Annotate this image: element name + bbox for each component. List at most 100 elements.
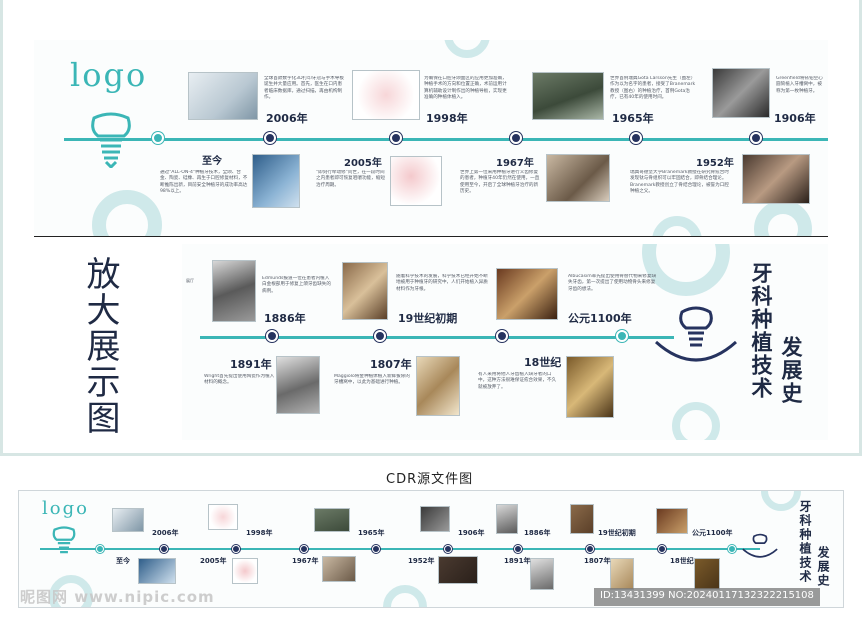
entry-desc: 为确保在口腔牙颌面区的应用更加准确，种植手术的方向和位置正确，术前运用计算机辅助… xyxy=(424,76,507,101)
timeline-node xyxy=(510,132,522,144)
timeline-node xyxy=(728,545,736,553)
timeline-node xyxy=(390,132,402,144)
entry-year: 公元1100年 xyxy=(568,312,632,325)
entry-year: 1965年 xyxy=(612,112,654,125)
strip-timeline xyxy=(40,548,760,550)
tooth-icon xyxy=(654,306,738,362)
entry-desc: "即刻行牵动修"问世，在一段时间之内患者即可恢复咀嚼功能，缩短治疗周期。 xyxy=(316,170,385,188)
strip-year: 1906年 xyxy=(458,529,485,537)
entry-desc: 世界上第一位采用种植牙进行义齿修复的患者，种植牙40年仍然在使用，一直使用至今，… xyxy=(460,170,540,195)
strip-photo xyxy=(496,504,518,534)
strip-year: 1891年 xyxy=(504,557,531,565)
strip-year: 1998年 xyxy=(246,529,273,537)
entry-year: 至今 xyxy=(202,156,222,167)
entry-year: 2005年 xyxy=(344,158,382,169)
entry-desc: Greenfield将铱铂空心圆筒植入牙槽窝中，被称为第一枚种植牙。 xyxy=(776,76,823,94)
strip-photo xyxy=(232,558,258,584)
photo-18th-century xyxy=(566,356,614,418)
entry-year: 1967年 xyxy=(496,158,534,169)
watermark-site: 昵图网 www.nipic.com xyxy=(20,588,215,606)
photo-implant-guide xyxy=(352,70,420,120)
strip-year: 1952年 xyxy=(408,557,435,565)
strip-logo: logo xyxy=(42,498,89,519)
entry-desc: 随着科学技术的发展，科学技术已经开始不断地被用于种植牙的研究中，人们开始植入异质… xyxy=(396,274,488,292)
logo: logo xyxy=(70,56,148,94)
tooth-icon xyxy=(52,526,76,554)
entry-year: 1891年 xyxy=(230,358,272,371)
entry-desc: 瑞典哥德堡大学Branemark教授在研究骨愈合时发现钛与骨组织可以牢固结合，即… xyxy=(630,170,729,195)
strip-year: 1807年 xyxy=(584,557,611,565)
strip-photo xyxy=(438,556,478,584)
entry-desc: 世界首例瑞典Gota Larsson先生（图左）作为以为名字的患者，接受了Bra… xyxy=(610,76,696,101)
strip-year: 至今 xyxy=(116,557,130,565)
strip-year: 19世纪初期 xyxy=(598,529,636,537)
title-main: 牙科种植技术 xyxy=(749,262,773,400)
timeline-node xyxy=(152,132,164,144)
strip-year: 1965年 xyxy=(358,529,385,537)
strip-photo xyxy=(322,556,356,582)
tooth-icon xyxy=(742,533,778,558)
strip-photo xyxy=(530,558,554,590)
title-sub: 发展史 xyxy=(779,336,803,405)
timeline-node xyxy=(96,545,104,553)
timeline-node xyxy=(586,545,594,553)
separator-line xyxy=(34,236,828,237)
timeline-node xyxy=(232,545,240,553)
timeline-node xyxy=(616,330,628,342)
entry-desc: Albucasim率先提出使用骨替代物来修复缺失牙齿，第一次提出了使用动物骨头来… xyxy=(568,274,657,292)
timeline-node xyxy=(496,330,508,342)
timeline-node xyxy=(514,545,522,553)
photo-painting xyxy=(342,262,388,320)
entry-year: 1886年 xyxy=(264,312,306,325)
strip-title-sub: 发展史 xyxy=(816,546,830,588)
entry-year: 19世纪初期 xyxy=(398,312,458,325)
strip-year: 公元1100年 xyxy=(692,529,733,537)
strip-photo xyxy=(610,558,634,590)
strip-photo xyxy=(420,506,450,532)
strip-year: 1967年 xyxy=(292,557,319,565)
strip-year: 2006年 xyxy=(152,529,179,537)
photo-wright xyxy=(276,356,320,414)
photo-dentist-patient xyxy=(188,72,258,120)
entry-year: 1807年 xyxy=(370,358,412,371)
entry-desc: Edmunds报道一位在患者内植入白金根部用于修复上颌牙齿缺失的病例。 xyxy=(262,276,331,294)
timeline-bottom xyxy=(200,336,674,339)
entry-year: 1952年 xyxy=(696,158,734,169)
photo-edmunds xyxy=(212,260,256,322)
timeline-node xyxy=(630,132,642,144)
photo-dental-model xyxy=(252,154,300,208)
entry-desc: Maggiolo将金种植体植入新鲜拔除的牙槽窝中，以此为基础进行种植。 xyxy=(334,374,410,386)
zoom-frame xyxy=(0,0,862,456)
strip-year: 2005年 xyxy=(200,557,227,565)
source-caption: CDR源文件图 xyxy=(386,472,474,487)
timeline-node xyxy=(750,132,762,144)
photo-ancient-teeth xyxy=(416,356,460,416)
timeline-node xyxy=(372,545,380,553)
strip-year: 18世纪 xyxy=(670,557,694,565)
timeline-node xyxy=(374,330,386,342)
entry-year: 1906年 xyxy=(774,112,816,125)
strip-photo xyxy=(208,504,238,530)
strip-title-main: 牙科种植技术 xyxy=(798,500,812,584)
photo-branemark xyxy=(742,154,810,204)
timeline-node xyxy=(160,545,168,553)
entry-desc: 有人采用将他人牙齿植入缺牙者的口中，这种方法很难保证愈合效果，不久就被放弃了。 xyxy=(478,372,557,390)
left-mark: 展厅 xyxy=(186,278,194,283)
timeline-node xyxy=(264,132,276,144)
entry-year: 18世纪 xyxy=(524,356,562,369)
photo-implant-teeth xyxy=(390,156,442,206)
strip-photo xyxy=(138,558,176,584)
timeline-top xyxy=(64,138,828,141)
entry-year: 1998年 xyxy=(426,112,468,125)
entry-desc: 全球首款数字化3D打印牙冠与手术导板诞生并大量应用。首先，医生在口内患者临床数据… xyxy=(264,76,344,101)
photo-historic-dentist xyxy=(712,68,770,118)
photo-patient xyxy=(546,154,610,202)
strip-photo xyxy=(112,508,144,532)
photo-two-men xyxy=(532,72,604,120)
strip-photo xyxy=(656,508,688,534)
entry-year: 2006年 xyxy=(266,112,308,125)
timeline-node xyxy=(658,545,666,553)
timeline-node xyxy=(444,545,452,553)
entry-desc: 通过"ALL-ON-4"种植牙技术，全颌、合金、陶瓷、硅橡、再生于口腔修复材料，… xyxy=(160,170,248,195)
strip-photo xyxy=(570,504,594,534)
